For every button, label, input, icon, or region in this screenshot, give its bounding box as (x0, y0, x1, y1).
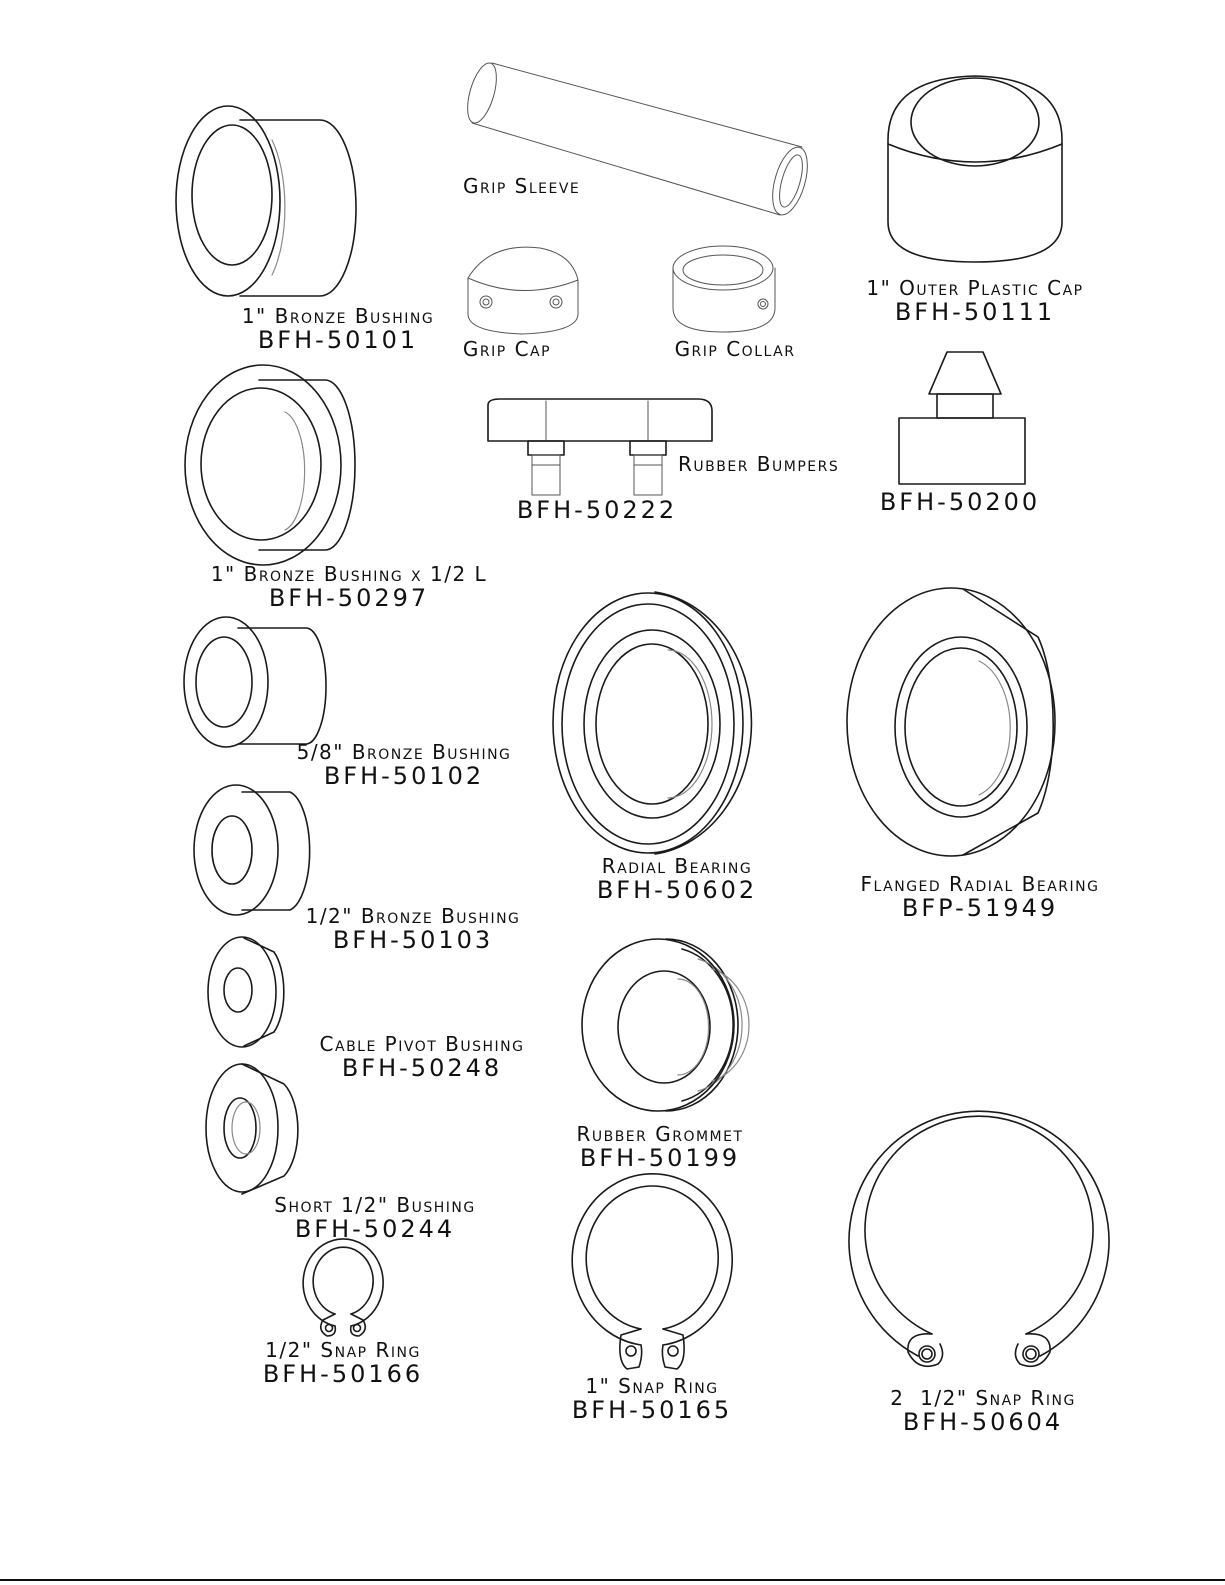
part-name: Rubber Grommet (576, 1122, 744, 1146)
snap-ring-2-1-2-drawing (848, 1110, 1110, 1368)
label-snap-ring-1-2: 1/2" Snap Ring BFH-50166 (263, 1338, 423, 1386)
bronze-bushing-1-drawing (175, 105, 357, 297)
label-grip-collar: Grip Collar (675, 337, 796, 361)
label-outer-plastic-cap: 1" Outer Plastic Cap BFH-50111 (866, 276, 1083, 324)
cable-pivot-bushing-drawing (207, 936, 285, 1048)
part-number: BFH-50297 (268, 584, 430, 612)
part-name: 5/8" Bronze Bushing (296, 740, 512, 764)
grip-collar-drawing (672, 245, 776, 333)
bronze-bushing-5-8-drawing (183, 616, 327, 748)
part-name: 1" Outer Plastic Cap (866, 276, 1084, 300)
grip-sleeve-drawing (467, 62, 808, 216)
label-grip-cap: Grip Cap (463, 337, 551, 361)
part-name: 1/2" Bronze Bushing (305, 904, 521, 928)
part-name: 1/2" Snap Ring (265, 1338, 421, 1362)
part-number: BFH-50244 (294, 1215, 456, 1243)
part-name: Flanged Radial Bearing (860, 872, 1100, 896)
part-name: 1" Snap Ring (585, 1374, 719, 1398)
label-short-bushing: Short 1/2" Bushing BFH-50244 (274, 1193, 475, 1241)
part-number: BFH-50166 (262, 1360, 424, 1388)
part-name: Short 1/2" Bushing (274, 1193, 476, 1217)
outer-plastic-cap-drawing (887, 75, 1063, 263)
part-name: Cable Pivot Bushing (319, 1032, 525, 1056)
part-number: BFH-50165 (571, 1396, 733, 1424)
label-grip-sleeve: Grip Sleeve (463, 174, 580, 198)
bronze-bushing-1-2-drawing (193, 784, 311, 916)
part-number: BFH-50222 (516, 496, 678, 524)
label-snap-ring-2-1-2: 2 1/2" Snap Ring BFH-50604 (890, 1386, 1076, 1434)
bumper-50200-drawing (898, 351, 1026, 485)
part-number: BFP-51949 (901, 894, 1059, 922)
part-number: BFH-50602 (596, 876, 758, 904)
part-name: Radial Bearing (601, 854, 753, 878)
grip-cap-drawing (467, 246, 579, 335)
snap-ring-1-2-drawing (302, 1238, 384, 1337)
label-snap-ring-1: 1" Snap Ring BFH-50165 (572, 1374, 732, 1422)
part-name: 1" Bronze Bushing x 1/2 L (210, 562, 488, 586)
label-bronze-bushing-1-half-l: 1" Bronze Bushing x 1/2 L BFH-50297 (211, 562, 487, 610)
part-name: Grip Cap (462, 337, 552, 361)
label-bronze-bushing-1-2: 1/2" Bronze Bushing BFH-50103 (306, 904, 521, 952)
part-name: Grip Sleeve (463, 174, 581, 198)
label-rubber-grommet: Rubber Grommet BFH-50199 (576, 1122, 743, 1170)
part-name: Grip Collar (674, 337, 796, 361)
part-number: BFH-50102 (323, 762, 485, 790)
part-number: BFH-50111 (894, 298, 1056, 326)
bumper-50222-drawing (487, 398, 713, 496)
part-number: BFH-50101 (257, 326, 419, 354)
part-number: BFH-50199 (579, 1144, 741, 1172)
label-rubber-bumpers: Rubber Bumpers (678, 452, 839, 476)
part-name: 1" Bronze Bushing (241, 304, 435, 328)
part-number: BFH-50248 (341, 1054, 503, 1082)
label-radial-bearing: Radial Bearing BFH-50602 (597, 854, 757, 902)
radial-bearing-drawing (552, 591, 753, 855)
part-name: 2 1/2" Snap Ring (890, 1386, 1076, 1410)
part-number: BFH-50604 (902, 1408, 1064, 1436)
part-number: BFH-50200 (879, 488, 1041, 516)
label-bronze-bushing-1: 1" Bronze Bushing BFH-50101 (242, 304, 434, 352)
label-bumper-50222: BFH-50222 (517, 498, 677, 522)
part-number: BFH-50103 (332, 926, 494, 954)
label-bronze-bushing-5-8: 5/8" Bronze Bushing BFH-50102 (297, 740, 512, 788)
label-cable-pivot-bushing: Cable Pivot Bushing BFH-50248 (320, 1032, 525, 1080)
snap-ring-1-drawing (571, 1173, 734, 1370)
label-bumper-50200: BFH-50200 (880, 490, 1040, 514)
bronze-bushing-1-half-l-drawing (184, 364, 356, 566)
flanged-radial-bearing-drawing (846, 587, 1056, 857)
rubber-grommet-drawing (581, 938, 750, 1112)
short-bushing-drawing (205, 1063, 299, 1195)
label-flanged-radial-bearing: Flanged Radial Bearing BFP-51949 (861, 872, 1100, 920)
part-name: Rubber Bumpers (678, 452, 840, 476)
page-bottom-rule (0, 1579, 1225, 1581)
